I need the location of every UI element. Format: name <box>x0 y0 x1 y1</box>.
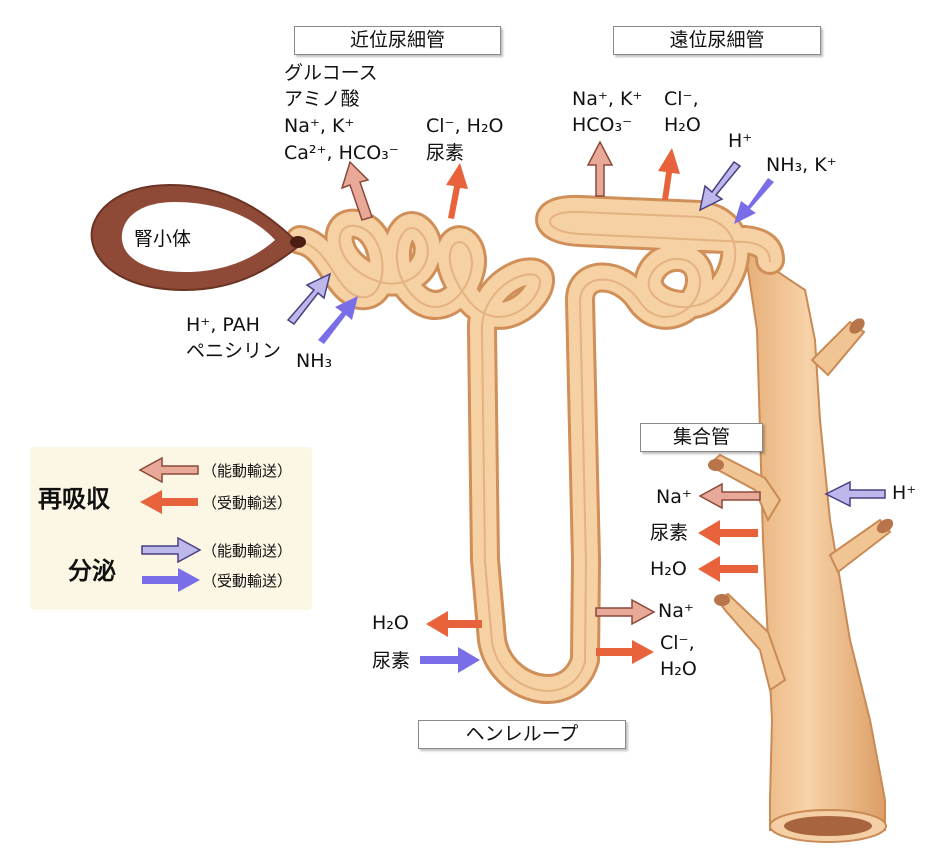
nephron-tubule <box>285 194 785 704</box>
legend-secrete-passive: （受動輸送） <box>202 572 293 590</box>
prox-reabsorb-active-4: Ca²⁺, HCO₃⁻ <box>284 142 399 164</box>
prox-reabsorb-active-2: アミノ酸 <box>284 88 360 110</box>
arrow-prox-secrete-passive <box>318 296 358 344</box>
prox-reabsorb-passive-2: 尿素 <box>426 142 465 164</box>
henle-cl-right-2: H₂O <box>660 658 697 680</box>
legend-reabsorption: 再吸収 <box>38 485 110 513</box>
dist-reabsorb-passive-2: H₂O <box>664 114 701 136</box>
arrow-prox-reabsorb-active <box>340 160 373 221</box>
arrow-henle-urea <box>420 647 480 673</box>
henle-urea-left: 尿素 <box>372 650 411 672</box>
arrow-henle-na <box>595 598 656 626</box>
prox-secrete-active-1: H⁺, PAH <box>186 314 260 336</box>
coll-reabsorb-passive-1: 尿素 <box>650 522 689 544</box>
arrow-dist-reabsorb-active <box>586 140 614 197</box>
dist-reabsorb-active-2: HCO₃⁻ <box>572 114 633 136</box>
collecting-title: 集合管 <box>640 423 763 452</box>
arrow-henle-cl <box>596 640 654 664</box>
arrow-prox-reabsorb-passive <box>446 163 468 219</box>
arrow-coll-reabsorb-active <box>698 482 761 510</box>
arrow-dist-secrete-passive <box>734 178 774 224</box>
legend-secrete-active: （能動輸送） <box>202 542 293 560</box>
prox-secrete-active-2: ペニシリン <box>186 340 282 362</box>
henle-h2o-left: H₂O <box>372 612 409 634</box>
arrow-prox-secrete-active <box>286 272 332 326</box>
arrow-coll-reabsorb-passive-h2o <box>698 556 758 582</box>
coll-secrete-active: H⁺ <box>892 482 917 504</box>
prox-reabsorb-passive-1: Cl⁻, H₂O <box>426 115 504 137</box>
prox-reabsorb-active-1: グルコース <box>284 62 378 84</box>
dist-secrete-active: H⁺ <box>728 130 753 152</box>
dist-secrete-passive: NH₃, K⁺ <box>766 154 837 176</box>
renal-corpuscle <box>90 183 306 292</box>
proximal-title: 近位尿細管 <box>294 26 501 55</box>
arrow-coll-reabsorb-passive-urea <box>698 520 758 546</box>
distal-title: 遠位尿細管 <box>613 26 821 55</box>
legend-secretion: 分泌 <box>68 557 116 585</box>
arrow-dist-reabsorb-passive <box>658 148 680 200</box>
legend-reabsorb-passive: （受動輸送） <box>202 494 293 512</box>
dist-reabsorb-active-1: Na⁺, K⁺ <box>572 88 643 110</box>
arrow-henle-h2o <box>426 611 482 637</box>
coll-reabsorb-passive-2: H₂O <box>650 558 687 580</box>
legend: 再吸収 分泌 （能動輸送） （受動輸送） （能動輸送） （受動輸送） <box>30 447 312 610</box>
collecting-duct <box>708 247 894 843</box>
arrow-coll-secrete-active <box>824 480 886 508</box>
dist-reabsorb-passive-1: Cl⁻, <box>664 88 699 110</box>
coll-reabsorb-active: Na⁺ <box>656 486 692 508</box>
henle-title: ヘンレループ <box>418 720 626 749</box>
prox-reabsorb-active-3: Na⁺, K⁺ <box>284 115 355 137</box>
henle-na-right: Na⁺ <box>658 600 694 622</box>
corpuscle-label: 腎小体 <box>134 228 192 250</box>
arrow-dist-secrete-active <box>698 160 742 212</box>
henle-cl-right-1: Cl⁻, <box>660 632 695 654</box>
prox-secrete-passive: NH₃ <box>296 350 333 372</box>
legend-reabsorb-active: （能動輸送） <box>202 462 293 480</box>
